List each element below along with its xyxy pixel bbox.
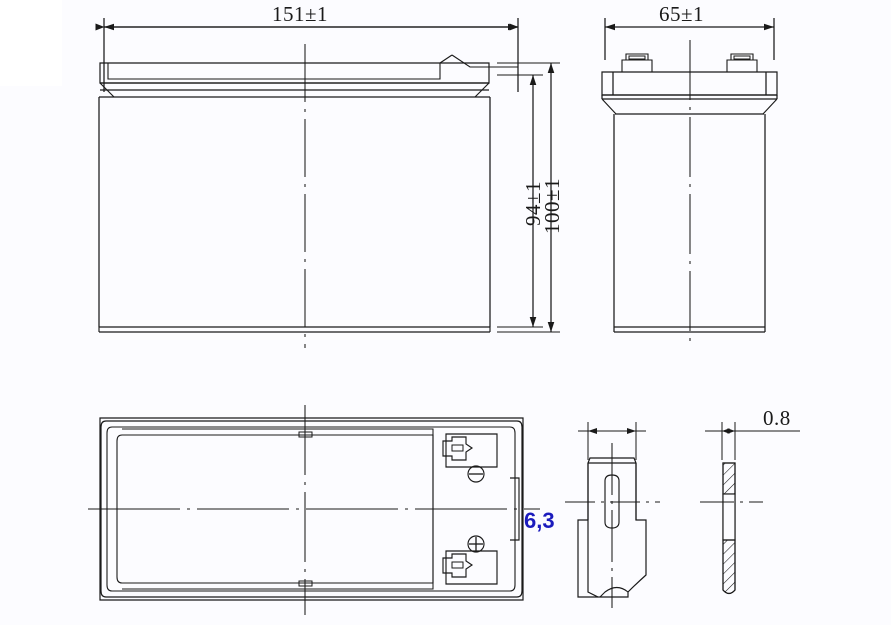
side-view-geometry: [601, 18, 778, 348]
plan-view-geometry: [88, 405, 540, 615]
dimension-label-terminal-width: 6,3: [524, 508, 555, 533]
dimension-label-terminal-thickness: 0.8: [763, 406, 791, 430]
dimension-label-overall-height: 100±1: [540, 177, 564, 234]
dimension-label-overall-length: 151±1: [272, 2, 329, 26]
terminal-section-detail-geometry: [700, 422, 800, 595]
terminal-face-detail-geometry: [565, 422, 660, 608]
dimension-label-overall-width: 65±1: [659, 2, 705, 26]
front-view-geometry: [95, 18, 560, 348]
